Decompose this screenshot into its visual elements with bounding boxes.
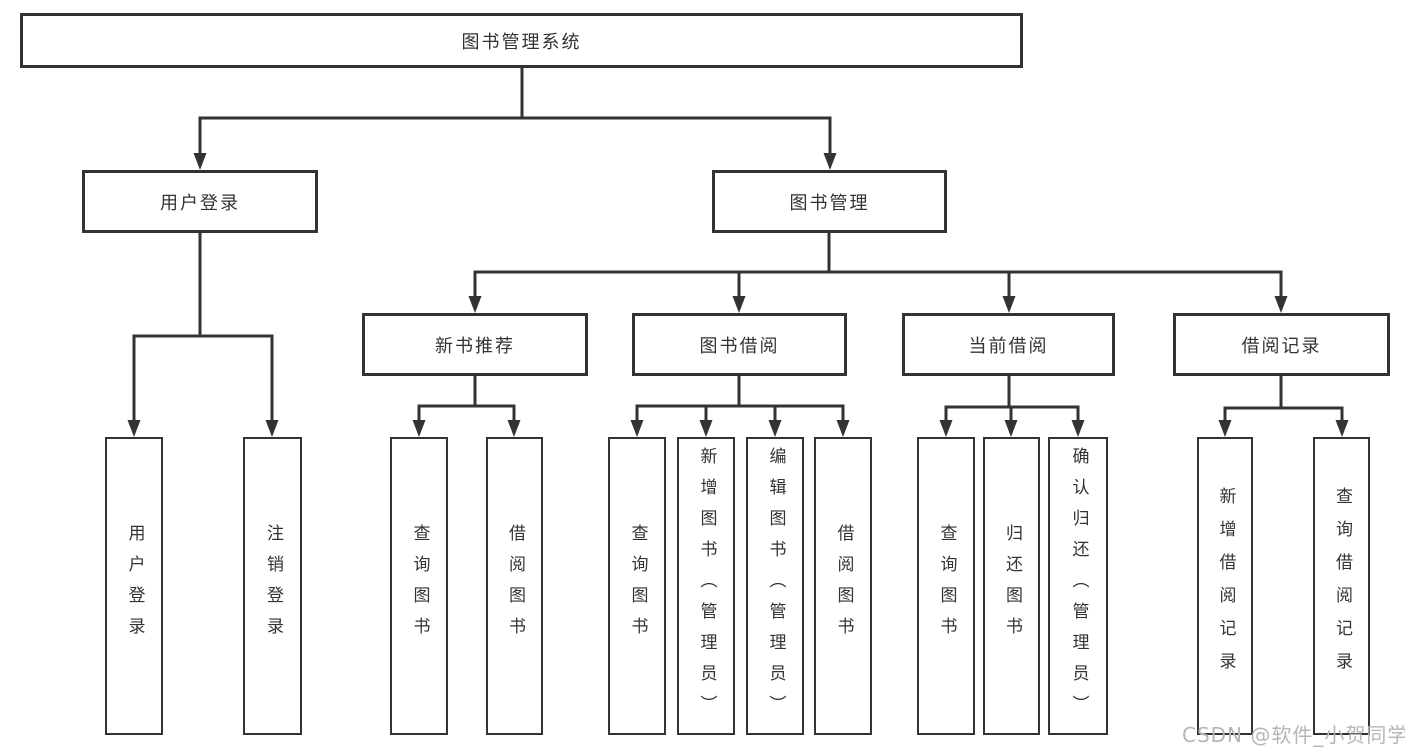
leaf-current-return-books-label: 归还图书: [1002, 524, 1022, 648]
node-current-borrow: 当前借阅: [902, 313, 1115, 376]
leaf-current-query-books-label: 查询图书: [936, 524, 957, 648]
leaf-newrec-query-books: 查询图书: [390, 437, 448, 735]
leaf-borrow-edit-books-admin-label: 编辑图书（管理员）: [765, 446, 786, 726]
leaf-records-query-record: 查询借阅记录: [1313, 437, 1370, 735]
leaf-borrow-add-books-admin-label: 新增图书（管理员）: [696, 446, 717, 726]
leaf-borrow-edit-books-admin: 编辑图书（管理员）: [746, 437, 804, 735]
leaf-logout-login-label: 注销登录: [263, 524, 283, 648]
leaf-current-confirm-return-admin-label: 确认归还（管理员）: [1068, 446, 1089, 726]
leaf-records-add-record-label: 新增借阅记录: [1215, 487, 1236, 685]
leaf-borrow-add-books-admin: 新增图书（管理员）: [677, 437, 735, 735]
leaf-newrec-query-books-label: 查询图书: [409, 524, 430, 648]
leaf-records-query-record-label: 查询借阅记录: [1332, 487, 1352, 685]
node-book-borrow: 图书借阅: [632, 313, 847, 376]
node-library-system: 图书管理系统: [20, 13, 1023, 68]
leaf-borrow-query-books-label: 查询图书: [627, 524, 648, 648]
leaf-current-return-books: 归还图书: [983, 437, 1040, 735]
leaf-borrow-borrow-books: 借阅图书: [814, 437, 872, 735]
leaf-user-login: 用户登录: [105, 437, 163, 735]
leaf-logout-login: 注销登录: [243, 437, 302, 735]
leaf-records-add-record: 新增借阅记录: [1197, 437, 1253, 735]
leaf-borrow-query-books: 查询图书: [608, 437, 666, 735]
node-book-management: 图书管理: [712, 170, 947, 233]
node-new-book-recommend: 新书推荐: [362, 313, 588, 376]
leaf-newrec-borrow-books: 借阅图书: [486, 437, 543, 735]
leaf-borrow-borrow-books-label: 借阅图书: [833, 524, 854, 648]
csdn-watermark: CSDN @软件_小贺同学: [1182, 723, 1405, 747]
leaf-newrec-borrow-books-label: 借阅图书: [505, 524, 525, 648]
leaf-current-confirm-return-admin: 确认归还（管理员）: [1048, 437, 1108, 735]
leaf-user-login-label: 用户登录: [124, 524, 145, 648]
node-user-login: 用户登录: [82, 170, 318, 233]
leaf-current-query-books: 查询图书: [917, 437, 975, 735]
node-borrow-records: 借阅记录: [1173, 313, 1390, 376]
